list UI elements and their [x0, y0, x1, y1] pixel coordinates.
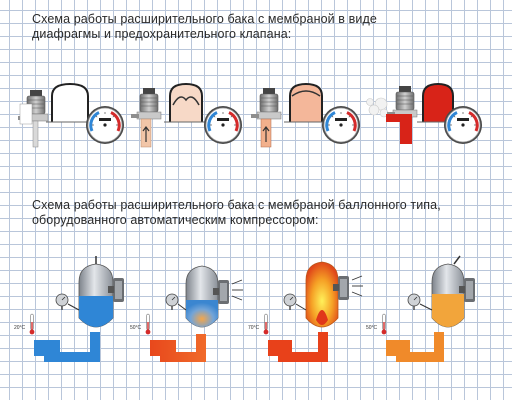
section1-title-line1: Схема работы расширительного бака с мемб…: [32, 12, 377, 26]
air-arrows: [351, 275, 363, 297]
section1-title: Схема работы расширительного бака с мемб…: [32, 12, 377, 42]
section1-title-line2: диафрагмы и предохранительного клапана:: [32, 27, 292, 41]
safety-valve-icon: [386, 85, 418, 118]
section2-title-line1: Схема работы расширительного бака с мемб…: [32, 198, 441, 212]
membrane: [291, 90, 321, 97]
diaphragm-unit-2: [130, 82, 244, 148]
diaphragm-unit-4: [366, 82, 484, 146]
valve-housing: [19, 103, 33, 125]
section2-title-line2: оборудованного автоматическим компрессор…: [32, 213, 319, 227]
hot-pipe: [386, 114, 412, 144]
warm-pipe: [386, 332, 444, 362]
temperature-label-3: 70°С: [248, 325, 260, 331]
thermometer-icon: [29, 313, 35, 335]
warming-water-level: [186, 300, 218, 327]
temperature-label-4: 50°С: [366, 325, 378, 331]
balloon-unit-4: 50°С: [366, 255, 475, 362]
warm-water-level: [432, 294, 464, 327]
pressure-gauge-icon: [442, 104, 484, 146]
steam-release: [366, 97, 389, 118]
hot-pipe: [268, 332, 328, 362]
manometer-icon: [407, 293, 421, 311]
diaphragm-unit-3: [250, 82, 362, 148]
balloon-unit-3: 70°С: [248, 261, 363, 362]
cold-pipe: [34, 332, 100, 362]
manometer-icon: [165, 293, 179, 311]
pressure-gauge-icon: [202, 104, 244, 146]
balloon-unit-1: 20°С: [14, 256, 124, 362]
diaphragm-tank: [51, 82, 89, 122]
air-arrows: [231, 279, 243, 301]
balloon-tank: [305, 261, 339, 328]
balloon-unit-2: 50°С: [130, 265, 243, 362]
safety-valve-icon: [130, 87, 162, 120]
temperature-label-1: 20°С: [14, 325, 26, 331]
manometer-icon: [283, 293, 297, 311]
manometer-icon: [55, 293, 69, 311]
safety-valve-icon: [250, 87, 282, 120]
membrane: [172, 96, 200, 106]
inlet-pipe: [32, 120, 39, 148]
temperature-label-2: 50°С: [130, 325, 142, 331]
thermometer-icon: [145, 313, 151, 335]
thermometer-icon: [381, 313, 387, 335]
heat-flame: [316, 310, 328, 325]
cold-water-level: [79, 296, 113, 327]
section2-title: Схема работы расширительного бака с мемб…: [32, 198, 441, 228]
warm-pipe: [150, 334, 206, 362]
thermometer-icon: [263, 313, 269, 335]
pressure-gauge-icon: [84, 104, 126, 146]
full-tank: [423, 84, 453, 122]
pressure-gauge-icon: [320, 104, 362, 146]
diaphragm-unit-1: [17, 82, 126, 148]
